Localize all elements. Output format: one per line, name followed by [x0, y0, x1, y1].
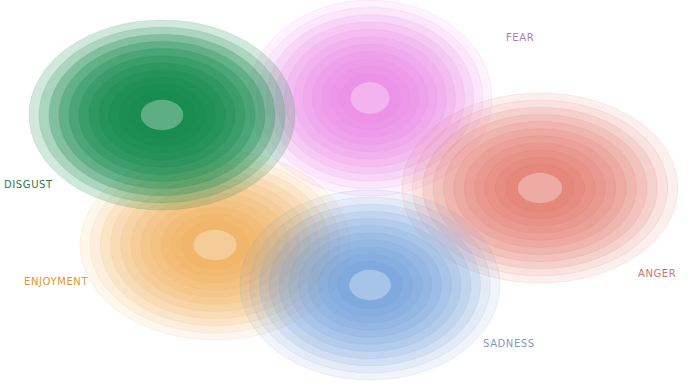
- ring-shape: [240, 190, 500, 380]
- ring: [99, 70, 225, 160]
- ring: [321, 59, 419, 137]
- ring: [79, 56, 245, 175]
- emotion-circle: ENJOYMENT: [80, 150, 350, 340]
- ring: [485, 150, 595, 226]
- ring: [29, 20, 295, 210]
- emotion-label: DISGUST: [4, 179, 53, 191]
- emotion-label: FEAR: [506, 32, 534, 44]
- emotion-circle: ANGER: [402, 93, 678, 283]
- ring-shape: [248, 0, 492, 196]
- ring: [328, 254, 413, 316]
- ring: [308, 240, 432, 330]
- ring: [59, 41, 265, 188]
- emotion-label: ANGER: [638, 268, 676, 280]
- ring: [454, 129, 627, 248]
- ring-highlight: [141, 100, 184, 130]
- ring: [240, 190, 500, 380]
- ring: [474, 143, 605, 233]
- emotion-circle: DISGUST: [29, 20, 295, 210]
- ring-shape: [402, 93, 678, 283]
- ring-shape: [80, 150, 350, 340]
- emotion-circle: SADNESS: [240, 190, 500, 380]
- ring: [39, 27, 285, 203]
- ring: [506, 164, 575, 212]
- ring-highlight: [350, 82, 389, 113]
- ring: [109, 77, 215, 153]
- ring: [49, 34, 275, 196]
- ring-highlight: [193, 230, 236, 260]
- ring: [303, 44, 437, 152]
- ring: [495, 157, 585, 219]
- ring: [181, 221, 249, 269]
- ring: [129, 91, 196, 139]
- ring: [69, 49, 255, 182]
- ring: [312, 51, 428, 144]
- ring: [340, 74, 401, 123]
- ring: [299, 233, 442, 338]
- ring: [119, 84, 205, 146]
- ring-highlight: [518, 173, 562, 203]
- ring-shape: [29, 20, 295, 210]
- ring: [250, 197, 491, 373]
- emotion-circle: FEAR: [248, 0, 492, 196]
- ring: [318, 247, 422, 323]
- ring: [464, 136, 616, 241]
- ring: [338, 261, 403, 309]
- ring: [279, 219, 461, 352]
- ring: [89, 63, 235, 168]
- ring: [269, 211, 471, 358]
- ring-highlight: [349, 270, 391, 300]
- ring: [289, 226, 452, 345]
- emotion-label: SADNESS: [483, 338, 535, 350]
- ring: [330, 66, 409, 130]
- ring: [260, 204, 481, 366]
- emotion-label: ENJOYMENT: [24, 276, 88, 288]
